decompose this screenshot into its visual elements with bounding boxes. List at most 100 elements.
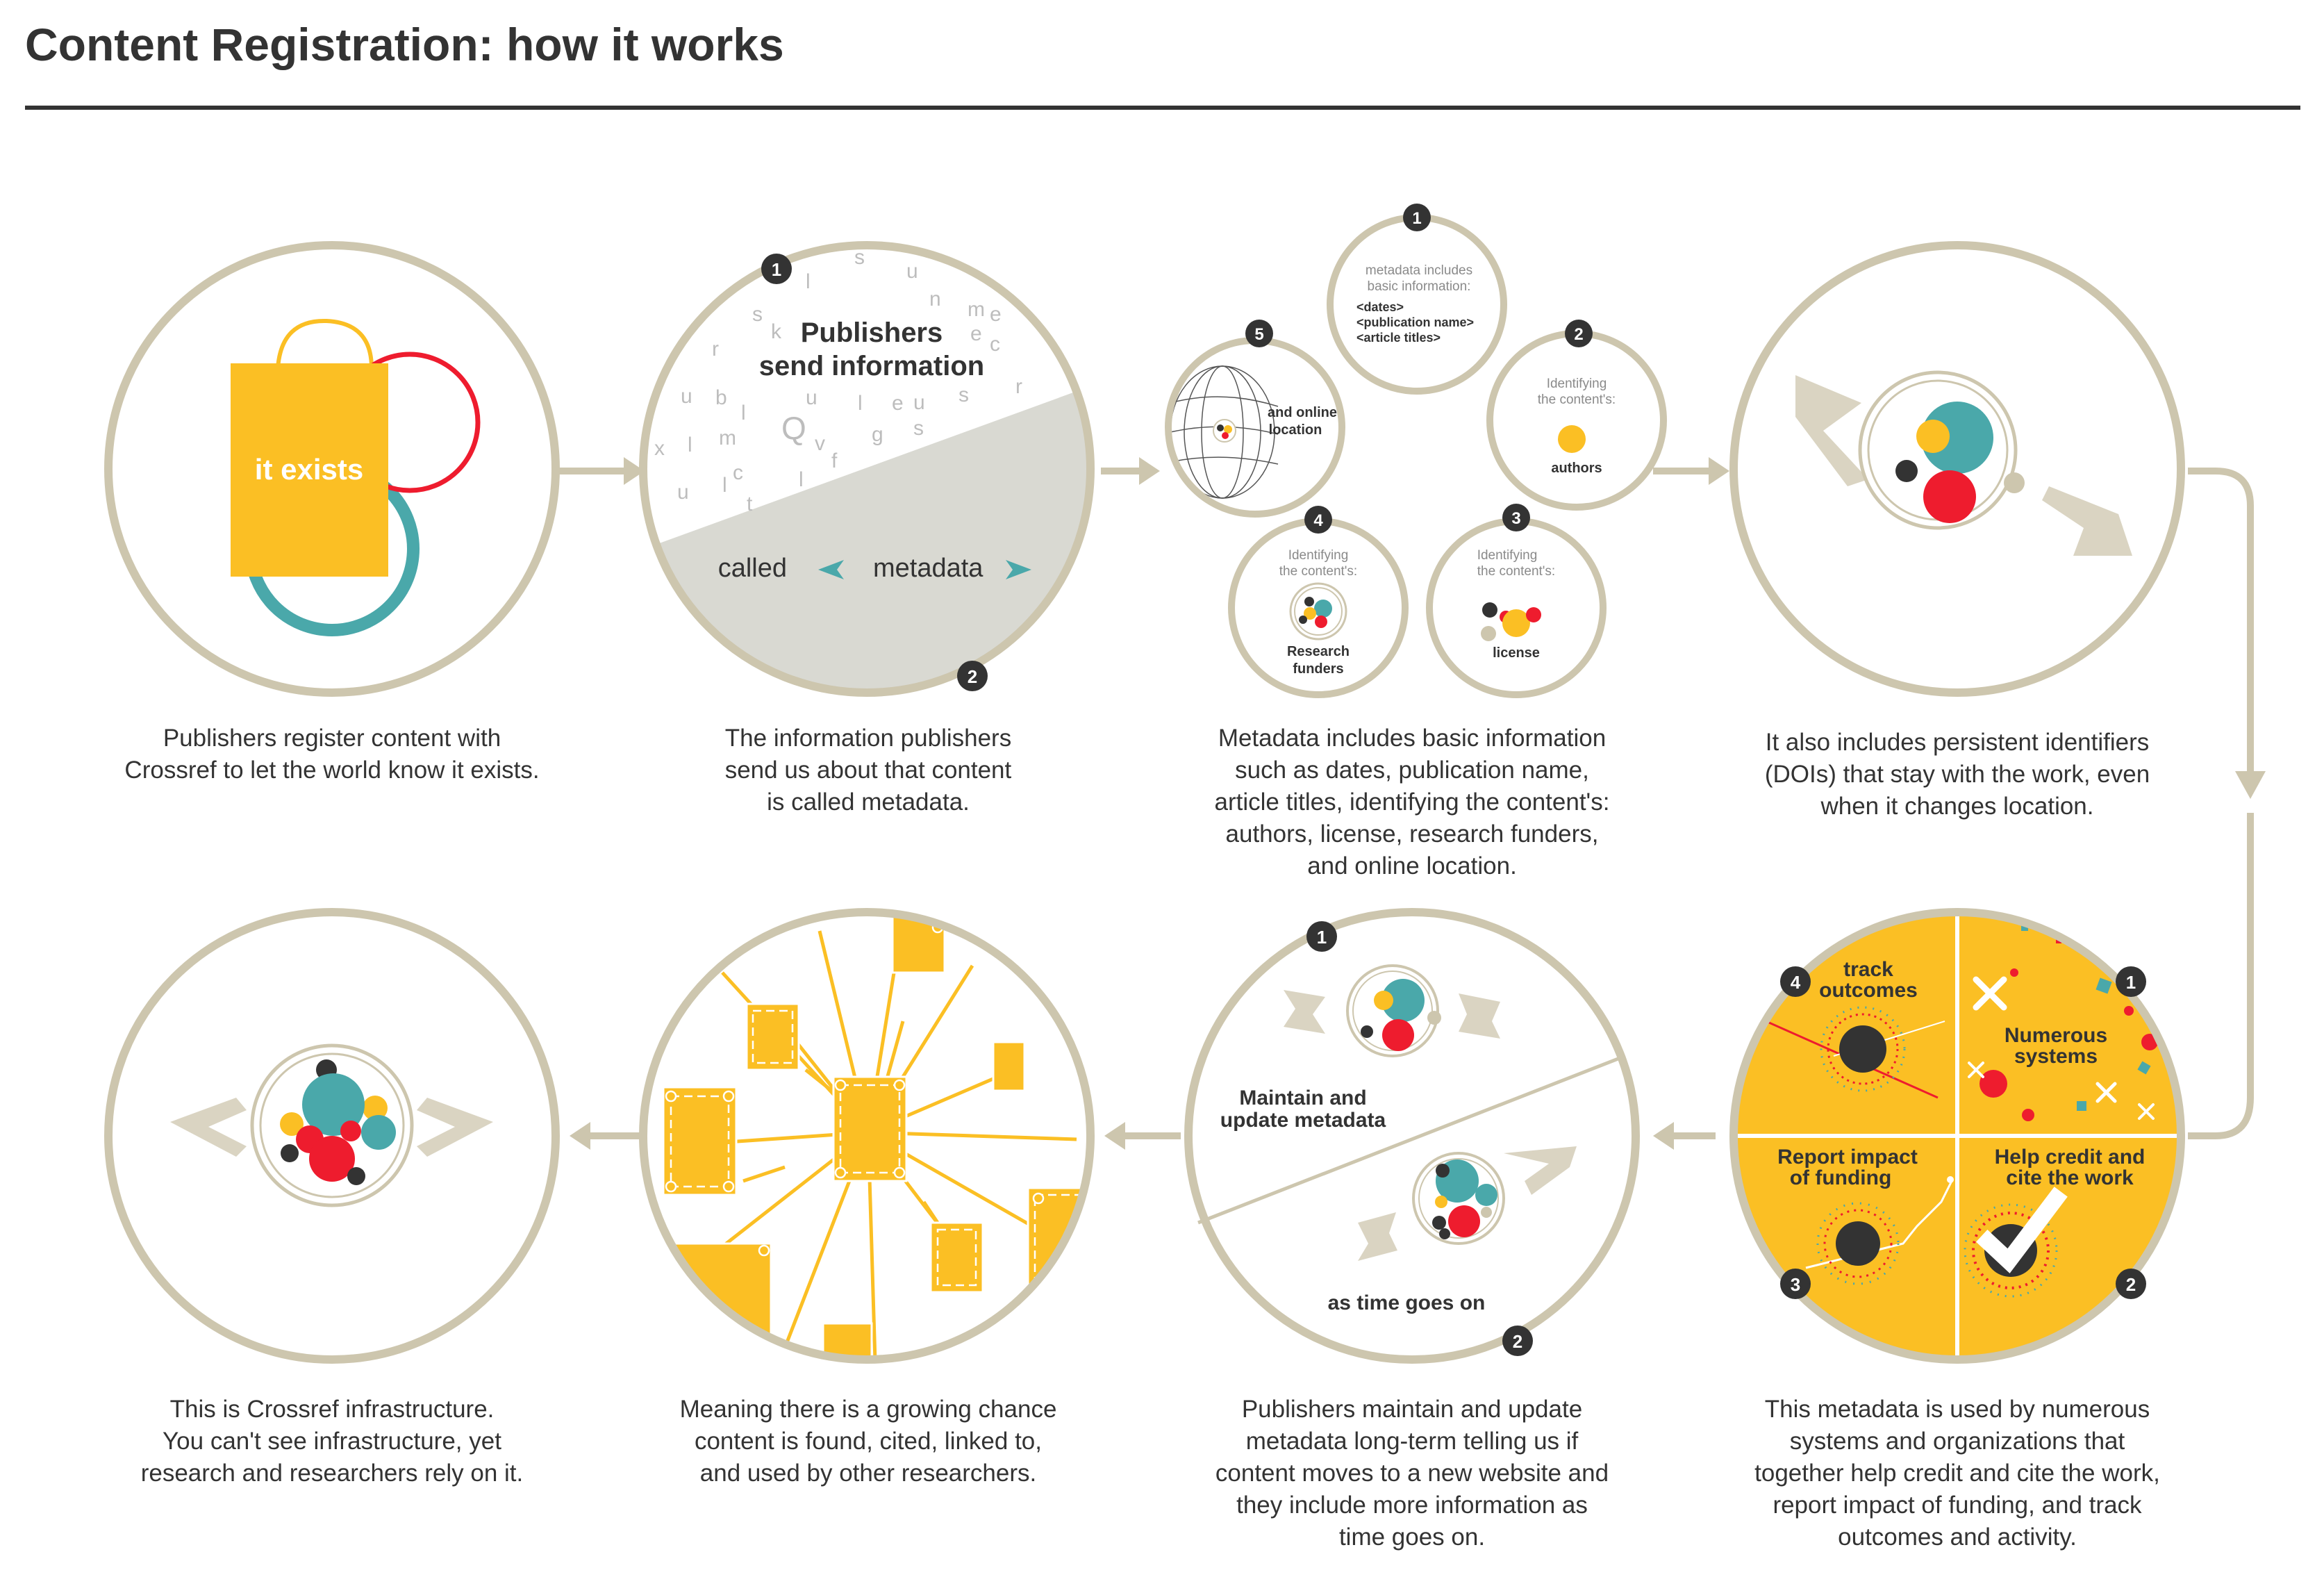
svg-text:Research: Research xyxy=(1287,644,1350,659)
scatter-letter: u xyxy=(913,391,925,414)
chevron-left-shape xyxy=(1795,375,1868,486)
scatter-letter: l xyxy=(688,434,692,456)
chevron-right-shape xyxy=(417,1098,493,1157)
step-doi xyxy=(1729,241,2185,697)
author-dot xyxy=(1558,425,1586,453)
caption-metadata: Metadata includes basic information such… xyxy=(1214,725,1610,880)
step-metadata: metadata includes basic information: <da… xyxy=(1165,204,1667,698)
scatter-letter: e xyxy=(970,322,982,345)
globe-icon xyxy=(1172,365,1279,499)
caption-doi: It also includes persistent identifiers … xyxy=(1764,729,2150,820)
ring-uses xyxy=(1729,908,2185,1364)
svg-text:1: 1 xyxy=(1317,927,1327,948)
caption-send: The information publishers send us about… xyxy=(724,725,1012,816)
svg-text:2: 2 xyxy=(968,666,977,687)
arrowhead-7-8 xyxy=(570,1122,590,1150)
step-uses: track outcomes Numerous systems Report i… xyxy=(1729,908,2185,1364)
svg-text:2: 2 xyxy=(2126,1274,2136,1295)
ring-network xyxy=(639,908,1095,1364)
scatter-letter: c xyxy=(990,333,1000,356)
badge-maintain-1: 1 xyxy=(1306,921,1337,952)
svg-text:1: 1 xyxy=(2126,972,2136,993)
scatter-letter: g xyxy=(872,423,883,446)
scatter-letter: l xyxy=(722,474,727,497)
scatter-letter: r xyxy=(1015,375,1022,398)
svg-text:3: 3 xyxy=(1791,1274,1800,1295)
svg-text:license: license xyxy=(1493,645,1540,661)
svg-text:2: 2 xyxy=(1513,1331,1522,1352)
svg-text:4: 4 xyxy=(1791,972,1801,993)
caption-network: Meaning there is a growing chance conten… xyxy=(679,1396,1057,1487)
page-title: Content Registration: how it works xyxy=(25,19,784,70)
meta-circle-authors: Identifying the content's: authors 2 xyxy=(1486,320,1667,511)
angle-left-icon xyxy=(818,560,844,579)
scatter-letter: r xyxy=(712,338,719,361)
scatter-letter: n xyxy=(929,288,941,311)
svg-text:basic information:: basic information: xyxy=(1368,279,1471,294)
chevron-right-shape xyxy=(2042,486,2132,556)
svg-text:Maintain and: Maintain and xyxy=(1239,1087,1366,1109)
scatter-letter: x xyxy=(654,437,665,460)
scatter-letter: l xyxy=(741,402,746,424)
scatter-letter: s xyxy=(958,383,969,406)
badge-uses-3: 3 xyxy=(1780,1269,1811,1299)
svg-text:and online: and online xyxy=(1268,405,1337,420)
meta-circle-funders: Identifying the content's: Research fund… xyxy=(1228,506,1409,698)
it-exists-label: it exists xyxy=(255,453,363,486)
svg-text:4: 4 xyxy=(1313,511,1323,530)
content-box xyxy=(231,363,388,577)
arrowhead-2-3 xyxy=(1139,457,1160,485)
badge-uses-1: 1 xyxy=(2116,966,2146,997)
caption-maintain: Publishers maintain and update metadata … xyxy=(1215,1396,1609,1551)
scatter-letter: l xyxy=(799,468,804,491)
connectors xyxy=(559,457,2266,1150)
arrowhead-3-4 xyxy=(1709,457,1729,485)
title-rule xyxy=(25,106,2300,110)
send-title-line2: send information xyxy=(759,351,984,381)
caption-infra: This is Crossref infrastructure. You can… xyxy=(140,1396,524,1487)
svg-text:the content's:: the content's: xyxy=(1538,393,1616,407)
svg-text:<article titles>: <article titles> xyxy=(1356,331,1441,345)
scatter-letter: f xyxy=(831,449,838,472)
caption-uses: This metadata is used by numerous system… xyxy=(1754,1396,2160,1551)
svg-text:authors: authors xyxy=(1551,461,1602,476)
arrowhead-5-6 xyxy=(1653,1122,1674,1150)
svg-text:Numerous: Numerous xyxy=(2005,1024,2107,1047)
scatter-letter: m xyxy=(719,427,736,449)
badge-send-2: 2 xyxy=(957,661,988,691)
svg-text:location: location xyxy=(1269,422,1322,438)
scatter-letter: m xyxy=(968,298,985,321)
step-exists: it exists xyxy=(104,241,560,697)
connector-right-lower xyxy=(2188,813,2254,1139)
badge-maintain-2: 2 xyxy=(1502,1326,1533,1356)
angle-right-icon xyxy=(1006,560,1031,579)
chevron-left-shape xyxy=(170,1098,247,1157)
scatter-letter: k xyxy=(771,320,782,343)
svg-text:1: 1 xyxy=(772,259,781,280)
svg-text:Identifying: Identifying xyxy=(1477,548,1538,563)
called-label: called xyxy=(718,554,787,583)
svg-text:cite the work: cite the work xyxy=(2006,1166,2134,1189)
scatter-letter: s xyxy=(854,246,865,269)
svg-text:the content's:: the content's: xyxy=(1279,564,1357,579)
scatter-letter: e xyxy=(892,392,904,415)
badge-uses-4: 4 xyxy=(1780,966,1811,997)
scatter-letter: u xyxy=(906,260,918,283)
svg-text:<dates>: <dates> xyxy=(1356,300,1404,314)
svg-text:3: 3 xyxy=(1511,509,1520,528)
metadata-label: metadata xyxy=(873,554,983,583)
arrowhead-6-7 xyxy=(1104,1122,1125,1150)
plus-marks xyxy=(1968,976,2155,1120)
svg-text:Identifying: Identifying xyxy=(1547,377,1607,391)
svg-text:Report impact: Report impact xyxy=(1777,1146,1918,1169)
svg-text:of funding: of funding xyxy=(1790,1166,1892,1189)
scatter-letter: l xyxy=(806,270,811,293)
scatter-letter: t xyxy=(747,493,753,515)
svg-text:funders: funders xyxy=(1293,661,1343,677)
svg-text:Identifying: Identifying xyxy=(1288,548,1349,563)
scatter-letter: s xyxy=(913,417,924,440)
scatter-letter: b xyxy=(715,386,727,409)
step-infra xyxy=(104,908,560,1364)
send-title-line1: Publishers xyxy=(801,317,943,348)
